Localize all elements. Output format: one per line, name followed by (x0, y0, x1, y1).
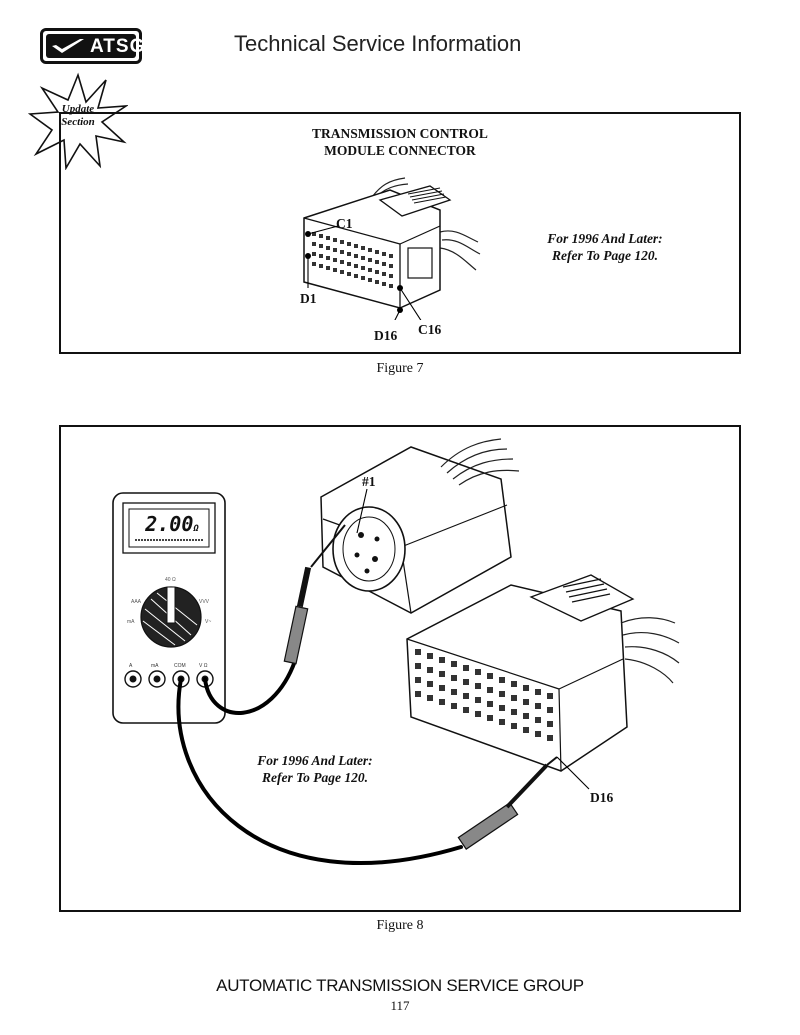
logo-plate: ATSG (46, 34, 144, 58)
meter-unit: Ω (193, 524, 199, 534)
pin-label-1: #1 (362, 474, 376, 489)
figure-8-note: For 1996 And Later: Refer To Page 120. (230, 752, 400, 786)
pin-label-d16: D16 (374, 328, 398, 343)
svg-text:VVV: VVV (199, 599, 210, 605)
figure-7-note-line-1: For 1996 And Later: (547, 231, 663, 246)
figure-8-caption: Figure 8 (376, 918, 424, 933)
figure-8-frame (59, 425, 741, 912)
badge-line-2: Section (61, 116, 95, 128)
figure-7-note-line-2: Refer To Page 120. (552, 248, 658, 263)
svg-text:A: A (129, 663, 133, 669)
figure-7-title-line-2: MODULE CONNECTOR (324, 143, 476, 158)
svg-text:AAA: AAA (131, 599, 142, 605)
page-title: Technical Service Information (234, 31, 522, 56)
figure-8-note-line-1: For 1996 And Later: (257, 753, 373, 768)
starburst-icon (27, 72, 129, 171)
figure-7-caption: Figure 7 (376, 361, 424, 376)
logo-text: ATSG (90, 36, 146, 57)
svg-text:mA: mA (151, 663, 159, 669)
tcm-connector-illustration (303, 177, 481, 320)
check-mark-icon (52, 39, 84, 53)
pin-label-c16: C16 (418, 322, 442, 337)
atsg-logo: ATSG (40, 28, 144, 64)
page-number: 117 (390, 998, 410, 1013)
meter-reading: 2.00 (145, 512, 194, 536)
pin-label-c1: C1 (336, 216, 353, 231)
footer-title: AUTOMATIC TRANSMISSION SERVICE GROUP (216, 976, 584, 995)
tcm-connector-large (406, 574, 680, 772)
pin-label-d1: D1 (300, 291, 317, 306)
svg-text:COM: COM (174, 663, 186, 669)
meter-display: 2.00Ω (133, 512, 211, 536)
figure-7-title-line-1: TRANSMISSION CONTROL (312, 126, 488, 141)
svg-text:mA: mA (127, 619, 135, 625)
svg-text:V~: V~ (205, 619, 211, 625)
figure-8-note-line-2: Refer To Page 120. (262, 770, 368, 785)
figure-7-title: TRANSMISSION CONTROL MODULE CONNECTOR (260, 125, 540, 159)
svg-text:V Ω: V Ω (199, 663, 208, 669)
figure-7-frame (59, 112, 741, 354)
svg-text:40 Ω: 40 Ω (165, 577, 176, 583)
round-connector (320, 438, 520, 614)
pin-label-d16-large: D16 (590, 790, 614, 805)
figure-7-note: For 1996 And Later: Refer To Page 120. (520, 230, 690, 264)
